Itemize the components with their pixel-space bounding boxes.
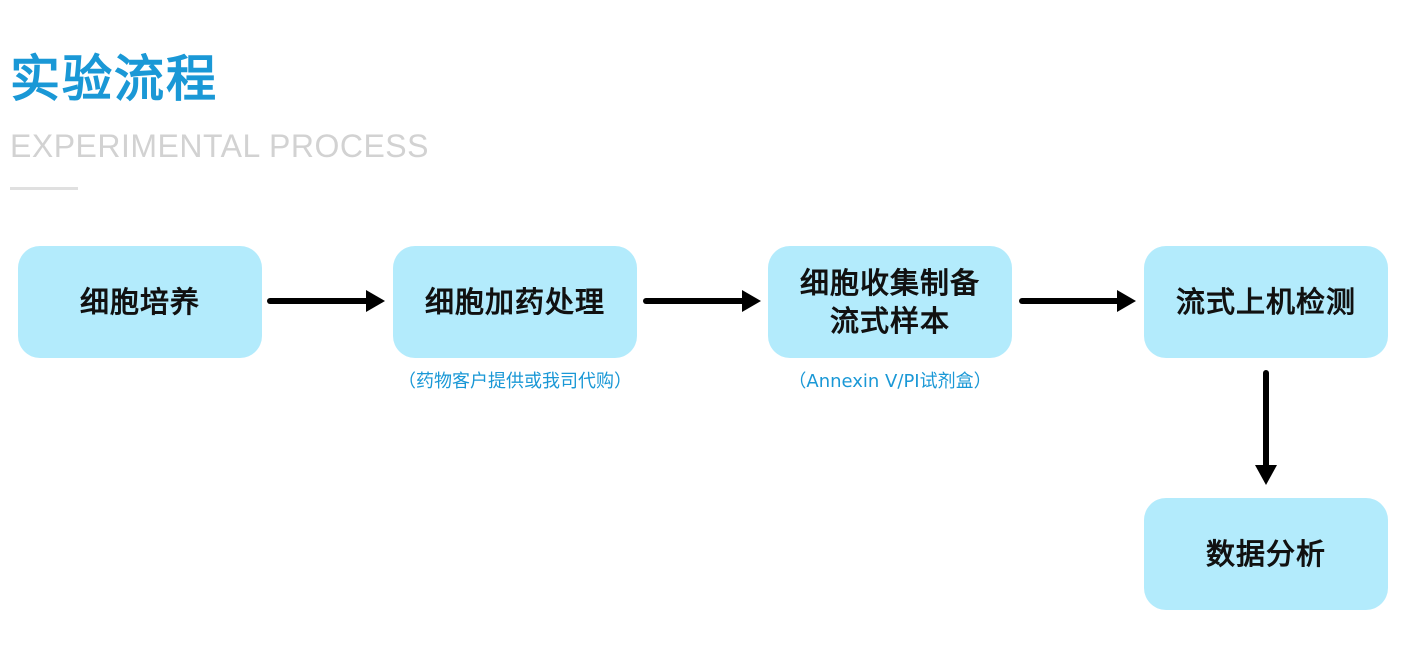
step-drug-treatment: 细胞加药处理 [393,246,637,358]
arrow-1 [267,290,385,312]
title-divider [10,187,78,190]
step-flow-cytometry: 流式上机检测 [1144,246,1388,358]
page-subtitle: EXPERIMENTAL PROCESS [10,128,429,164]
step-note-reagent-kit: （Annexin V/PI试剂盒） [788,371,992,392]
step-label: 细胞培养 [79,285,200,319]
step-sample-preparation: 细胞收集制备 流式样本 [768,246,1012,358]
step-cell-culture: 细胞培养 [18,246,262,358]
step-label: 数据分析 [1205,537,1326,571]
arrow-3 [1019,290,1136,312]
step-note-drug-source: （药物客户提供或我司代购） [398,371,632,392]
arrow-2 [643,290,761,312]
step-label: 细胞收集制备 流式样本 [799,266,980,338]
step-data-analysis: 数据分析 [1144,498,1388,610]
arrow-4 [1255,370,1277,485]
step-label: 流式上机检测 [1175,285,1356,319]
step-label: 细胞加药处理 [424,285,605,319]
page-title: 实验流程 [10,50,218,108]
